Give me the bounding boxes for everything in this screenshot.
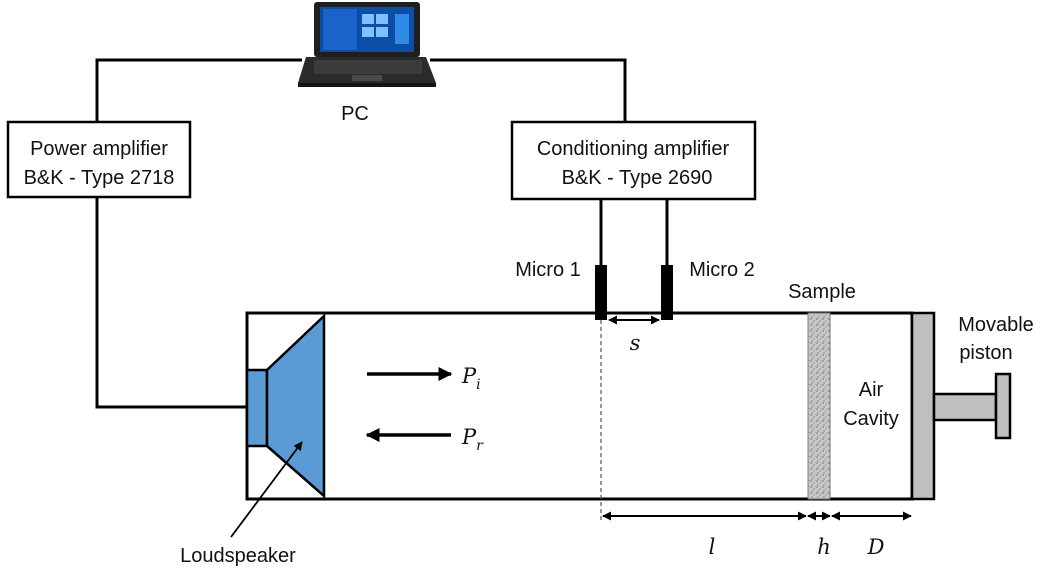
power-amplifier-line1: Power amplifier [30, 138, 168, 160]
cables [95, 58, 669, 409]
air-cavity-line2: Cavity [843, 408, 899, 430]
cable-power-amp-to-loudspeaker [95, 197, 247, 409]
dimension-h-label: h [817, 535, 831, 559]
dimension-D-label: D [867, 535, 885, 559]
sample-layer [807, 312, 831, 500]
dimension-s-label: s [630, 331, 641, 355]
piston-label-line2: piston [959, 342, 1012, 364]
power-amplifier-box: Power amplifier B&K - Type 2718 [6, 120, 192, 199]
loudspeaker-pointer-arrow [230, 441, 303, 538]
loudspeaker-icon [245, 313, 326, 499]
incident-wave-label: Pi [461, 364, 481, 393]
movable-piston [910, 311, 1012, 501]
sample-label: Sample [788, 281, 856, 303]
laptop-icon [298, 2, 436, 87]
cable-pc-to-conditioning-amp [430, 58, 627, 122]
micro2-label: Micro 2 [689, 259, 755, 281]
air-cavity-line1: Air [859, 379, 884, 401]
pc-label: PC [341, 103, 369, 125]
dimension-l-label: l [709, 535, 716, 559]
micro1-label: Micro 1 [515, 259, 581, 281]
power-amplifier-line2: B&K - Type 2718 [24, 167, 175, 189]
microphone-1 [595, 265, 607, 320]
conditioning-amplifier-line2: B&K - Type 2690 [562, 167, 713, 189]
microphone-2 [661, 265, 673, 320]
conditioning-amplifier-line1: Conditioning amplifier [537, 138, 730, 160]
conditioning-amplifier-box: Conditioning amplifier B&K - Type 2690 [510, 120, 757, 201]
piston-label-line1: Movable [958, 314, 1034, 336]
reflected-wave-label: Pr [461, 425, 484, 454]
cable-pc-to-power-amp [95, 58, 302, 122]
loudspeaker-label: Loudspeaker [180, 545, 296, 567]
